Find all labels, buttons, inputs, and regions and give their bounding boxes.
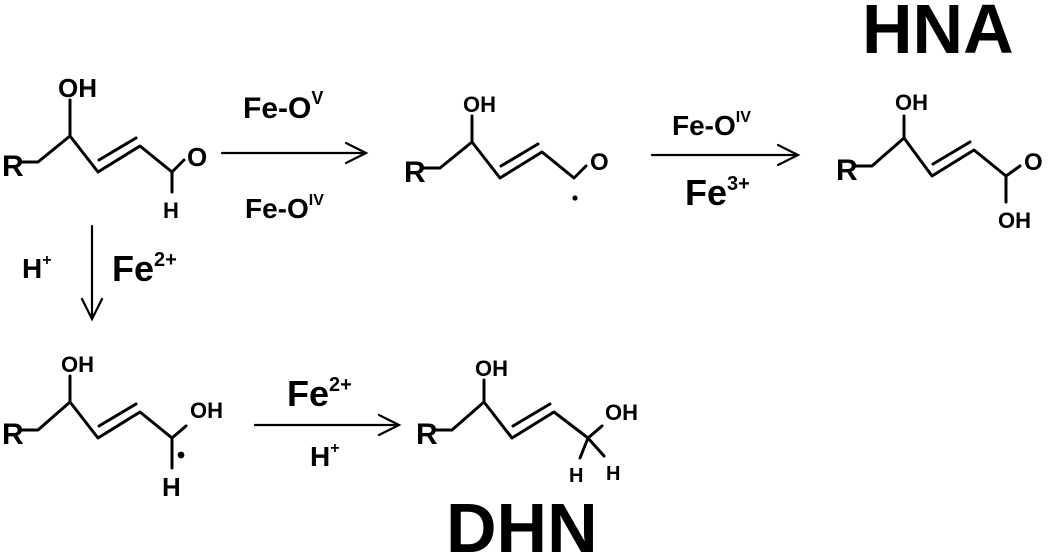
aldehyde-h-label: H xyxy=(163,198,179,223)
molecule-radical-intermediate: R OH OH H xyxy=(2,352,223,502)
carbonyl-o-label: O xyxy=(187,142,207,172)
double-bond-line xyxy=(499,142,540,168)
reagent-fe2plus-1: Fe2+ xyxy=(112,248,177,289)
r-group: R xyxy=(2,150,24,183)
reagent-hplus-2: H+ xyxy=(310,440,340,472)
radical-h-label: H xyxy=(162,472,181,502)
arrow-step-3 xyxy=(80,224,104,322)
reagent-fe-oiv-2: Fe-OIV xyxy=(672,109,751,141)
carbon-chain xyxy=(422,140,588,180)
arrow-step-1 xyxy=(220,141,369,165)
h-label-right: H xyxy=(606,463,620,485)
double-bond-line xyxy=(511,402,552,428)
carbon-chain xyxy=(434,400,604,440)
c-h-bond-right xyxy=(586,436,606,458)
reagent-fe-oiv-1: Fe-OIV xyxy=(245,192,324,224)
molecule-hna: R OH O OH xyxy=(836,90,1043,233)
terminal-oh-label: OH xyxy=(605,400,638,425)
reagent-hplus-1: H+ xyxy=(22,252,52,284)
radical-dot xyxy=(572,195,578,201)
r-group: R xyxy=(404,156,426,189)
hna-label: HNA xyxy=(862,0,1014,68)
carbonyl-o-label: O xyxy=(1024,149,1043,176)
hydroxyl-label: OH xyxy=(61,352,94,377)
hydroxyl-label: OH xyxy=(463,92,496,117)
double-bond-line xyxy=(931,140,972,166)
arrow-step-4 xyxy=(253,413,402,437)
radical-dot xyxy=(177,451,185,459)
acid-oh-label: OH xyxy=(998,208,1031,233)
reagent-fe-ov: Fe-OV xyxy=(243,88,323,125)
molecule-acyl-radical: R OH O xyxy=(404,92,609,201)
double-bond-line xyxy=(97,402,138,428)
molecule-aldehyde: R OH O H xyxy=(2,73,207,223)
r-group: R xyxy=(2,418,24,451)
hydroxyl-label: OH xyxy=(895,90,928,115)
radical-oh-label: OH xyxy=(190,398,223,423)
carbon-chain xyxy=(20,134,186,174)
carbonyl-o-label: O xyxy=(590,149,609,176)
reagent-fe3plus: Fe3+ xyxy=(685,172,750,213)
arrow-step-2 xyxy=(650,143,801,167)
c-h-bond-left xyxy=(578,436,590,460)
hydroxyl-label: OH xyxy=(58,73,97,103)
molecule-dhn: R OH OH H H xyxy=(416,356,638,487)
carbon-chain xyxy=(854,136,1022,178)
carbon-chain xyxy=(20,400,188,440)
dhn-label: DHN xyxy=(446,489,598,552)
r-group: R xyxy=(836,154,858,187)
h-label-left: H xyxy=(569,465,583,487)
double-bond-line xyxy=(97,136,138,162)
hydroxyl-label: OH xyxy=(475,356,508,381)
reagent-fe2plus-2: Fe2+ xyxy=(287,373,352,414)
r-group: R xyxy=(416,418,438,451)
